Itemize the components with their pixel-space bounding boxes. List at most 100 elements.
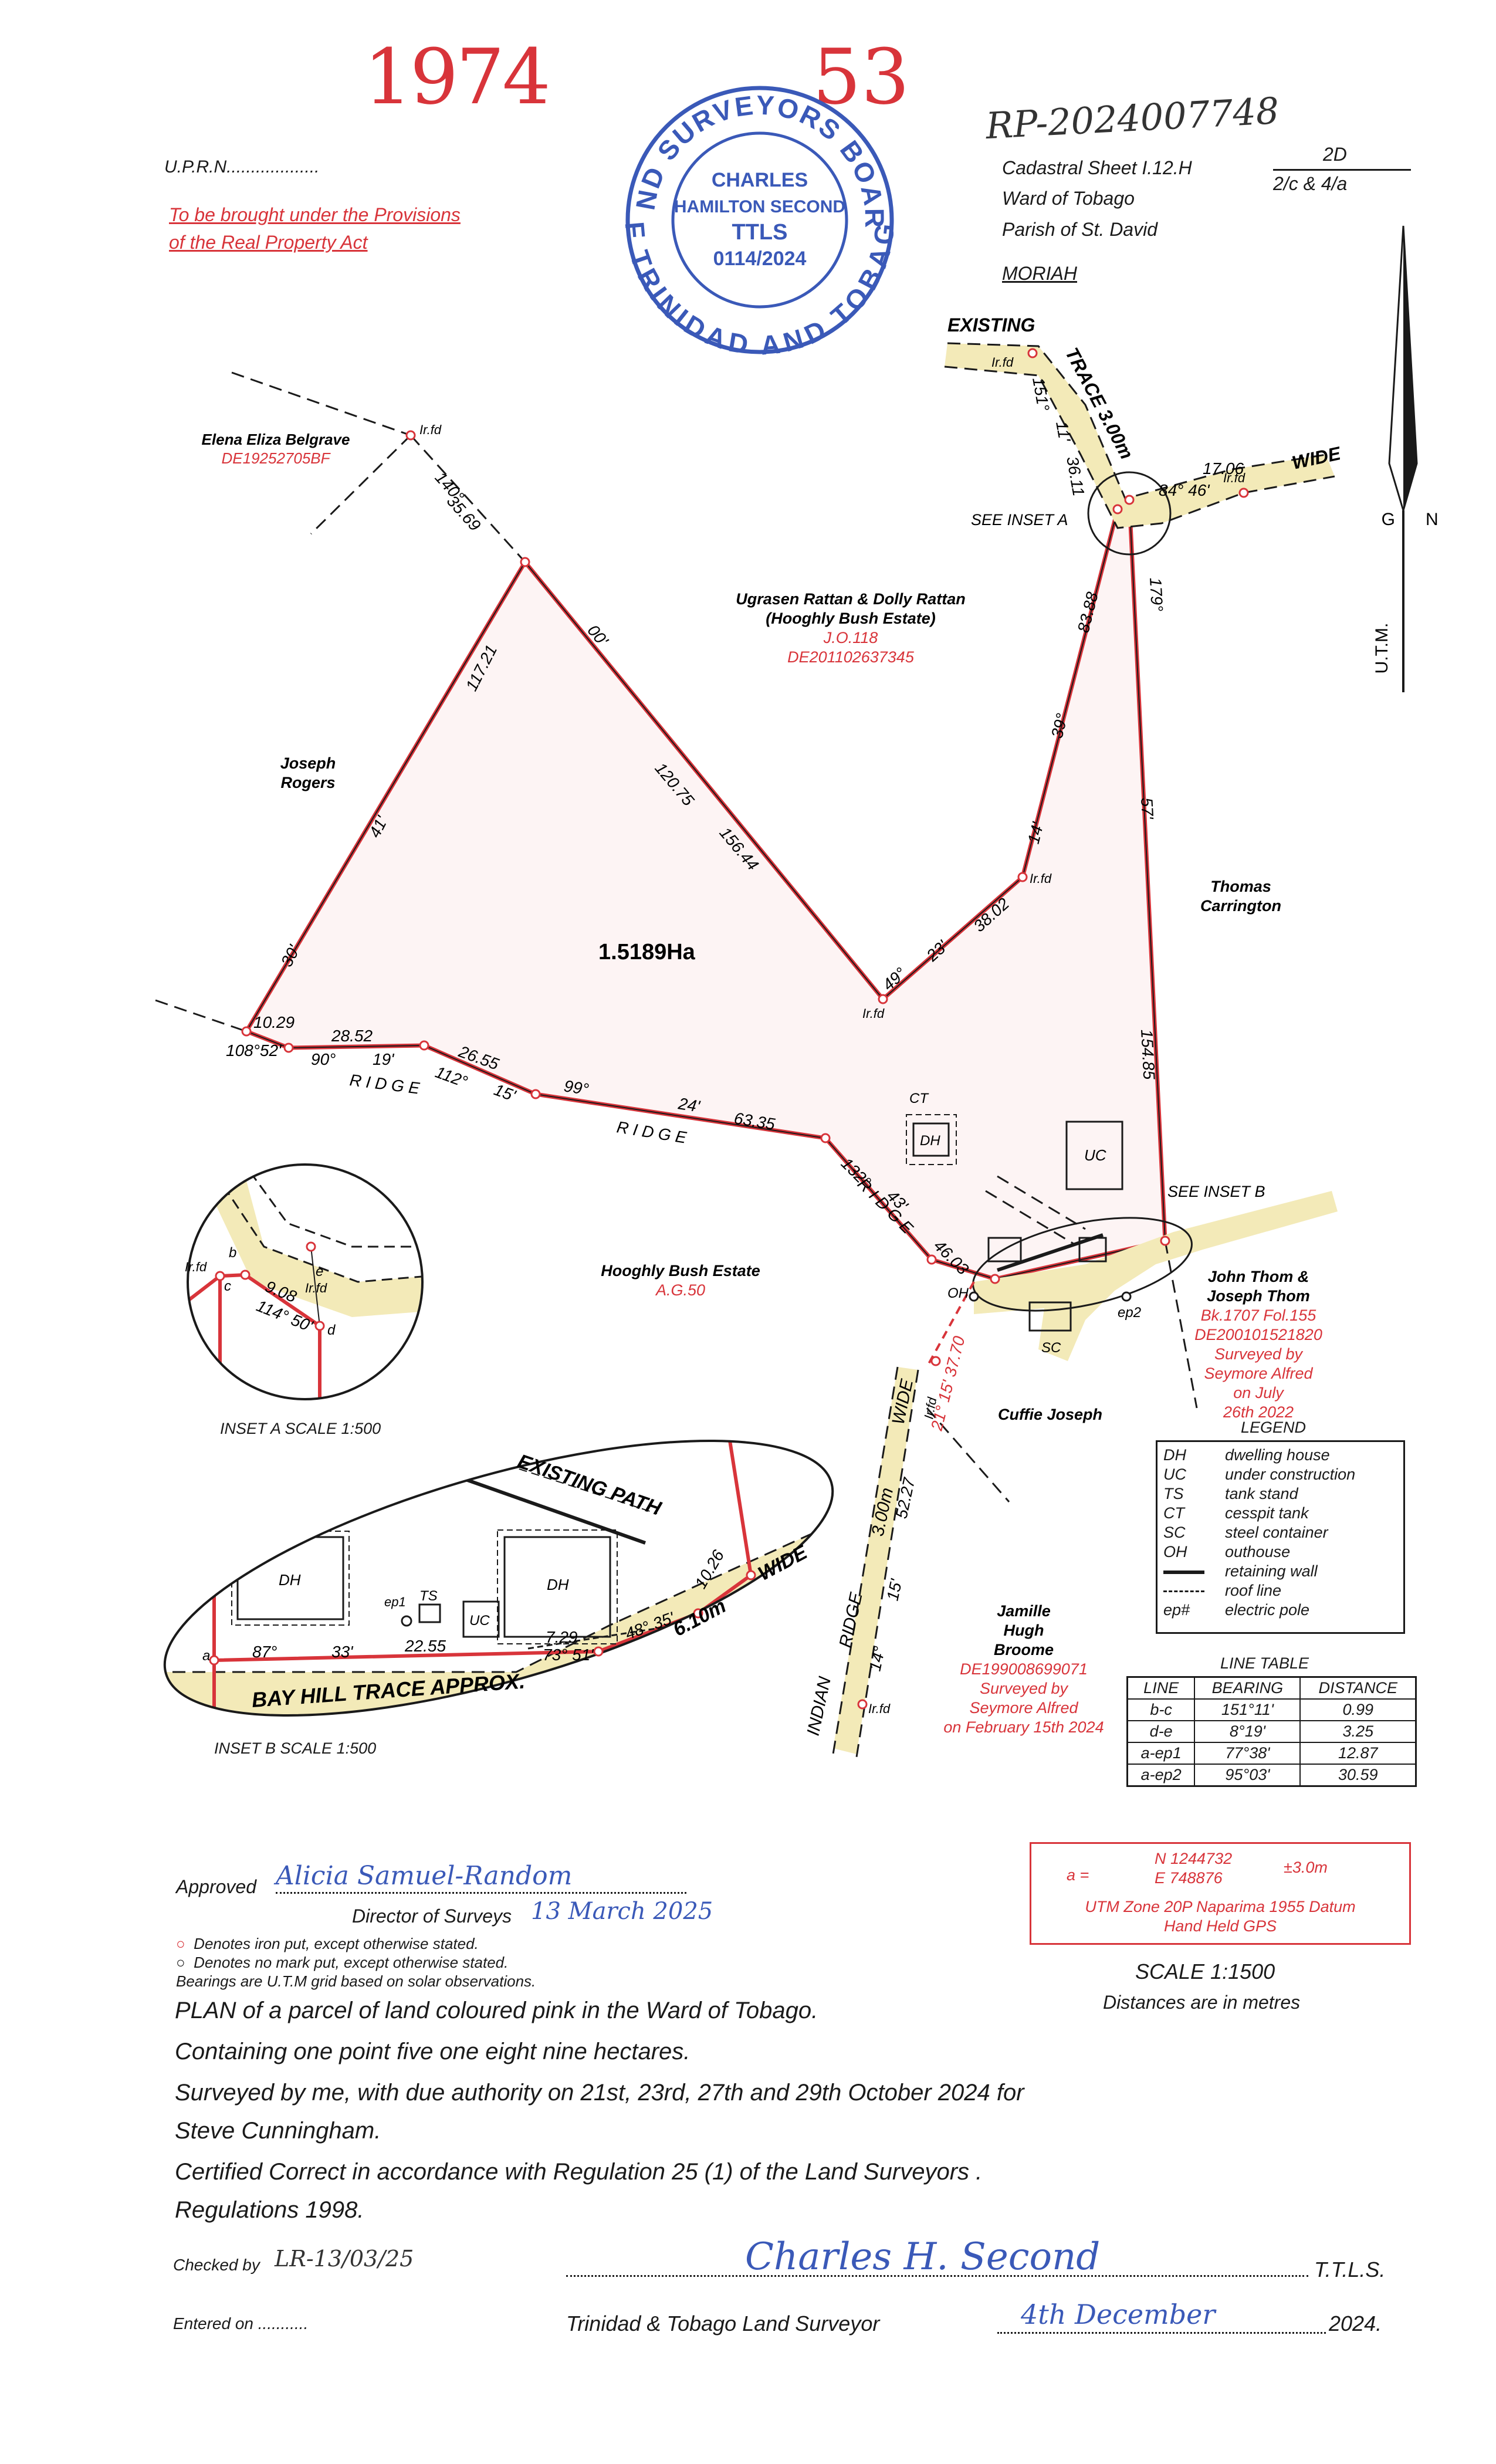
- owner-joseph-2: Rogers: [280, 774, 335, 791]
- owner-jamille-surv-3: on February 15th 2024: [943, 1718, 1104, 1736]
- line-table-title: LINE TABLE: [1220, 1654, 1309, 1672]
- irfd-5: Ir.fd: [862, 1006, 885, 1021]
- m-57: 57': [1138, 797, 1157, 821]
- inset-a-c: c: [224, 1278, 231, 1294]
- owner-elena: Elena Eliza Belgrave: [202, 431, 350, 448]
- provisions-line-1: To be brought under the Provisions: [169, 204, 461, 225]
- owner-ugrasen-jo: J.O.118: [823, 629, 878, 647]
- cell: 95°03': [1194, 1764, 1301, 1787]
- coords-e: E 748876: [1155, 1869, 1223, 1887]
- inset-b-a: a: [202, 1648, 210, 1664]
- m-35-69: 35.69: [444, 492, 485, 534]
- m-24: 24': [676, 1094, 702, 1116]
- inset-b: a EXISTING PATH BAY HILL TRACE APPROX. 6…: [153, 1426, 845, 1731]
- cell: 30.59: [1299, 1764, 1417, 1787]
- ttls-label: T.T.L.S.: [1314, 2257, 1386, 2282]
- coords-tol: ±3.0m: [1284, 1859, 1328, 1876]
- existing-trace-road: [945, 343, 1335, 528]
- inset-a-e: e: [316, 1264, 323, 1280]
- m-21-15: 21° 15' 37.70: [928, 1334, 969, 1433]
- owner-cuffie: Cuffie Joseph: [998, 1406, 1102, 1423]
- dh-label: DH: [920, 1133, 940, 1149]
- inset-b-7-29: 7.29: [546, 1628, 578, 1646]
- owner-john-1: John Thom &: [1208, 1268, 1309, 1285]
- cell: a-ep1: [1126, 1742, 1196, 1765]
- m-108-52: 108°52': [226, 1041, 282, 1060]
- inset-b-22-55: 22.55: [404, 1637, 446, 1655]
- bay-hill-road: [974, 1191, 1338, 1361]
- header-bearing: BEARING: [1194, 1676, 1301, 1700]
- owner-jamille-surv-1: Surveyed by: [980, 1680, 1069, 1697]
- m-19: 19': [373, 1050, 395, 1068]
- parcel-area: 1.5189Ha: [598, 940, 696, 964]
- parish-label: Parish of St. David: [1002, 219, 1157, 240]
- ct-label: CT: [909, 1091, 929, 1106]
- north-n: N: [1426, 510, 1439, 529]
- surveyor-title: Trinidad & Tobago Land Surveyor: [566, 2311, 880, 2336]
- cell: 151°11': [1194, 1698, 1301, 1721]
- owner-jamille-1: Jamille: [997, 1602, 1051, 1620]
- owner-john-surv-2: Seymore Alfred: [1204, 1365, 1313, 1382]
- legend-key: CT: [1163, 1504, 1184, 1522]
- legend-value: tank stand: [1225, 1485, 1298, 1502]
- iron-put-text: Denotes iron put, except otherwise state…: [194, 1935, 479, 1952]
- owner-hooghly: Hooghly Bush Estate: [601, 1262, 760, 1280]
- owner-john-ref: DE200101521820: [1194, 1326, 1322, 1343]
- inset-b-73-51: 73° 51': [543, 1646, 594, 1664]
- irfd-1: Ir.fd: [419, 422, 442, 437]
- north-arrow: G N U.T.M.: [1372, 225, 1439, 692]
- existing-label: EXISTING: [947, 314, 1035, 336]
- legend-value: cesspit tank: [1225, 1504, 1309, 1522]
- m-112: 112°: [433, 1063, 470, 1091]
- plan-line-2: Containing one point five one eight nine…: [175, 2039, 691, 2064]
- owner-elena-ref: DE19252705BF: [221, 449, 331, 467]
- line-table-header: LINE BEARING DISTANCE: [1126, 1676, 1417, 1700]
- cell: 77°38': [1194, 1742, 1301, 1765]
- legend-value: electric pole: [1225, 1601, 1310, 1619]
- inset-b-existing-path: EXISTING PATH: [515, 1450, 664, 1521]
- bearings-note: Bearings are U.T.M grid based on solar o…: [176, 1972, 536, 1990]
- cell: a-ep2: [1126, 1764, 1196, 1787]
- coords-n: N 1244732: [1155, 1850, 1233, 1867]
- cell: b-c: [1126, 1698, 1196, 1721]
- m-11: 11': [1052, 420, 1074, 444]
- iron-put-symbol: ○: [176, 1935, 185, 1952]
- legend-value: roof line: [1225, 1582, 1282, 1599]
- owner-john-surv-1: Surveyed by: [1214, 1345, 1304, 1363]
- checked-value: LR-13/03/25: [275, 2246, 414, 2272]
- owner-thomas-2: Carrington: [1200, 897, 1281, 915]
- director-label: Director of Surveys: [352, 1905, 512, 1927]
- no-mark-text: Denotes no mark put, except otherwise st…: [194, 1954, 509, 1971]
- legend-value: outhouse: [1225, 1543, 1291, 1561]
- sheet-fraction-bottom: 2/c & 4/a: [1273, 173, 1348, 194]
- plan-line-6: Regulations 1998.: [175, 2197, 364, 2223]
- inset-a-d: d: [327, 1322, 336, 1338]
- irfd-7: Ir.fd: [868, 1701, 891, 1716]
- ep2-label: ep2: [1118, 1305, 1141, 1321]
- indian-ridge-road: [833, 1367, 918, 1754]
- header-line: LINE: [1126, 1676, 1196, 1700]
- coords-box: a = N 1244732 E 748876 ±3.0m UTM Zone 20…: [1030, 1842, 1411, 1945]
- legend-title: LEGEND: [1241, 1419, 1307, 1436]
- distances-label: Distances are in metres: [1103, 1992, 1301, 2013]
- uprn-label: U.P.R.N...................: [164, 157, 320, 177]
- m-17-06: 17.06: [1203, 459, 1244, 478]
- m-28-52: 28.52: [331, 1027, 373, 1045]
- plan-line-5: Certified Correct in accordance with Reg…: [175, 2159, 983, 2185]
- director-date: 13 March 2025: [531, 1898, 713, 1925]
- m-10-29: 10.29: [253, 1013, 295, 1031]
- iron-put-note: ○ Denotes iron put, except otherwise sta…: [176, 1935, 479, 1953]
- owner-john-surv-3: on July: [1233, 1384, 1284, 1402]
- owner-john-bk: Bk.1707 Fol.155: [1201, 1307, 1317, 1324]
- coords-datum: UTM Zone 20P Naparima 1955 Datum: [1085, 1898, 1356, 1915]
- legend-value: retaining wall: [1225, 1562, 1318, 1580]
- coords-a-label: a =: [1067, 1866, 1089, 1884]
- inset-a-irfd-2: Ir.fd: [305, 1281, 327, 1295]
